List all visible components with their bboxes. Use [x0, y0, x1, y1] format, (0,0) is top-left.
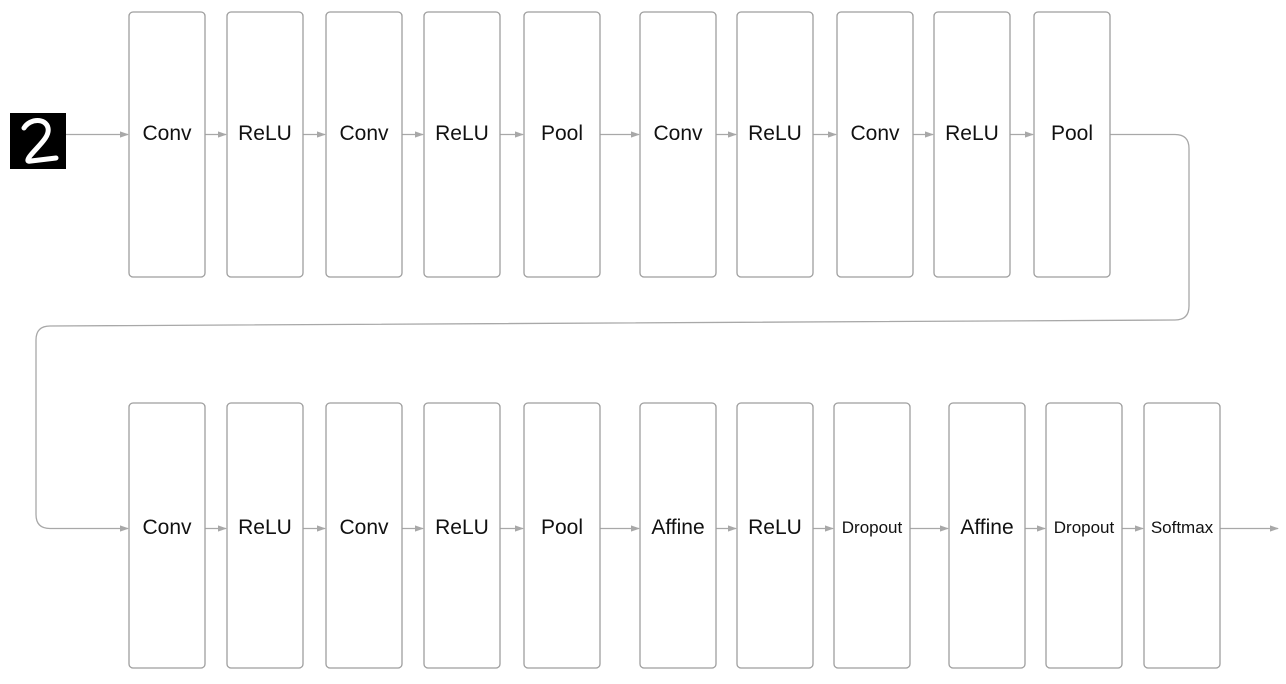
layer-softmax: Softmax [1143, 402, 1221, 669]
layer-box [523, 402, 601, 669]
layer-pool: Pool [523, 402, 601, 669]
layer-box [639, 402, 717, 669]
layer-relu: ReLU [933, 11, 1011, 278]
layer-conv: Conv [836, 11, 914, 278]
layer-label: Pool [541, 516, 583, 539]
layer-dropout: Dropout [833, 402, 911, 669]
layer-label: ReLU [945, 122, 999, 145]
layer-label: ReLU [238, 122, 292, 145]
layer-label: Dropout [842, 518, 903, 537]
layer-label: Conv [339, 122, 389, 145]
layer-box [128, 402, 206, 669]
layer-conv: Conv [325, 11, 403, 278]
layer-box [423, 11, 501, 278]
layer-box [948, 402, 1026, 669]
layer-pool: Pool [523, 11, 601, 278]
layer-label: Conv [653, 122, 703, 145]
layer-label: ReLU [435, 516, 489, 539]
layer-affine: Affine [639, 402, 717, 669]
layer-box [325, 11, 403, 278]
layer-label: Conv [850, 122, 900, 145]
layer-label: Softmax [1151, 518, 1214, 537]
layer-box [423, 402, 501, 669]
layer-conv: Conv [325, 402, 403, 669]
layer-relu: ReLU [423, 402, 501, 669]
layer-label: Affine [651, 516, 704, 539]
layer-dropout: Dropout [1045, 402, 1123, 669]
layer-conv: Conv [128, 11, 206, 278]
layer-relu: ReLU [226, 402, 304, 669]
layer-label: Conv [142, 516, 192, 539]
input-digit-image [10, 113, 66, 169]
layer-box [833, 402, 911, 669]
layer-label: ReLU [748, 122, 802, 145]
layer-label: Dropout [1054, 518, 1115, 537]
layer-relu: ReLU [423, 11, 501, 278]
layer-label: ReLU [748, 516, 802, 539]
layer-label: Conv [142, 122, 192, 145]
layer-box [226, 402, 304, 669]
layer-box [1143, 402, 1221, 669]
layer-box [736, 402, 814, 669]
layer-label: Pool [541, 122, 583, 145]
wrap-connector [35, 133, 1190, 532]
layer-pool: Pool [1033, 11, 1111, 278]
layer-box [128, 11, 206, 278]
layer-box [933, 11, 1011, 278]
layer-label: ReLU [238, 516, 292, 539]
layer-relu: ReLU [736, 402, 814, 669]
layer-box [523, 11, 601, 278]
layer-box [226, 11, 304, 278]
layer-label: ReLU [435, 122, 489, 145]
connections [35, 131, 1279, 532]
layer-affine: Affine [948, 402, 1026, 669]
layer-box [736, 11, 814, 278]
layer-relu: ReLU [226, 11, 304, 278]
layer-box [639, 11, 717, 278]
layer-box [836, 11, 914, 278]
layer-label: Pool [1051, 122, 1093, 145]
layer-conv: Conv [639, 11, 717, 278]
layer-label: Conv [339, 516, 389, 539]
layer-box [325, 402, 403, 669]
layer-label: Affine [960, 516, 1013, 539]
layer-box [1045, 402, 1123, 669]
layer-box [1033, 11, 1111, 278]
layer-conv: Conv [128, 402, 206, 669]
layer-relu: ReLU [736, 11, 814, 278]
